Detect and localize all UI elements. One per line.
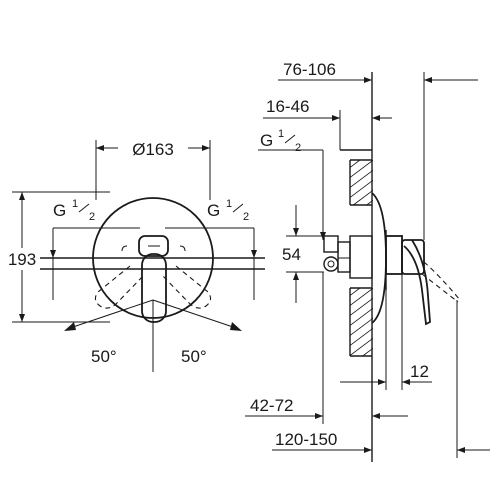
side-view: 76-106 16-46 G 1 2 [245,60,490,462]
svg-text:2: 2 [243,211,249,223]
svg-text:1: 1 [226,198,232,210]
svg-text:1: 1 [278,128,284,140]
svg-text:2: 2 [295,142,301,154]
diameter-dimension: Ø163 [95,136,211,200]
dim-120-150-label: 120-150 [275,430,337,449]
side-thread-label: G 1 2 [258,128,326,240]
handle-profile [385,235,461,326]
dim-120-150: 120-150 [272,430,490,453]
cover-plate-profile [371,192,387,324]
svg-text:G: G [260,131,273,150]
dim-54-label: 54 [282,245,301,264]
wall-section [340,72,373,462]
thread-right-dimension: G 1 2 [165,198,257,300]
thread-right-label: G [207,201,220,220]
dim-76-106-label: 76-106 [283,60,336,79]
front-view: Ø163 193 G 1 2 [2,136,265,372]
rotation-ghost-left [94,265,146,309]
angle-right-label: 50° [181,347,207,366]
dim-42-72: 42-72 [245,272,408,424]
angle-dimension: 50° 50° [64,299,242,372]
svg-text:1: 1 [72,198,78,210]
dim-54: 54 [282,205,324,303]
angle-left-label: 50° [91,347,117,366]
height-dimension: 193 [2,191,110,323]
svg-text:2: 2 [89,211,95,223]
rotation-ghost-right [160,265,212,309]
diameter-label: Ø163 [132,140,174,159]
thread-left-dimension: G 1 2 [50,198,140,300]
dim-16-46-label: 16-46 [266,97,309,116]
dim-12: 12 [340,274,432,390]
height-label: 193 [8,250,36,269]
lever-handle [121,235,186,323]
dim-12-label: 12 [410,362,429,381]
valve-body [323,235,373,279]
dim-42-72-label: 42-72 [250,396,293,415]
dim-16-46: 16-46 [263,97,392,150]
thread-left-label: G [53,201,66,220]
